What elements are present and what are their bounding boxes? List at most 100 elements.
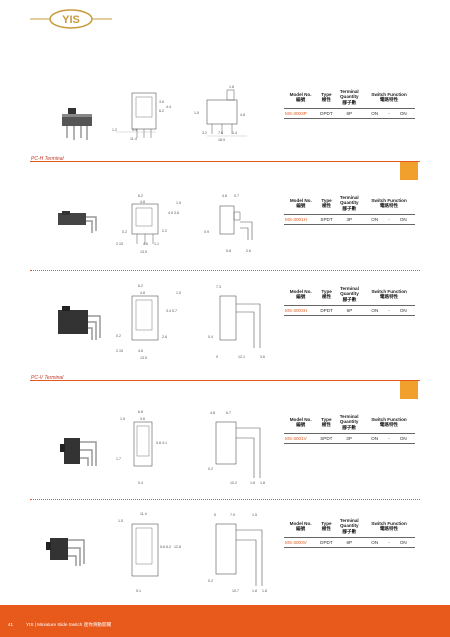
dim-label: 4.8 [140, 200, 145, 204]
dim-label: 1.4 [232, 131, 237, 135]
drawing-side-3: 7.3 0.4 9 12.1 3.6 [208, 285, 265, 359]
drawing-front-3: 6.2 4.8 1.5 0.2 2.15 4.6 13.5 2.6 3.4 5.… [116, 284, 181, 360]
model-no: MS-3001H [284, 214, 318, 225]
product-photo-4 [58, 432, 102, 468]
type: DPDT [317, 108, 336, 119]
dim-label: 6.2 [138, 284, 143, 288]
dim-label: 3.6 [140, 417, 145, 421]
dim-label: 6.2 [166, 545, 171, 549]
dim-label: 0.2 [122, 230, 127, 234]
f3: ON [391, 108, 415, 119]
dim-label: 4.8 [240, 113, 245, 117]
dim-label: 1.5 [176, 201, 181, 205]
dim-label: 6.2 [159, 109, 164, 113]
terminal: 6P [335, 305, 364, 316]
dim-label: 18.9 [218, 138, 225, 142]
dim-label: 1.7 [116, 457, 121, 461]
type: SPDT [317, 214, 336, 225]
drawing-front-2: 6.2 4.8 1.5 0.2 2.15 4.6 1.1 13.5 2.2 4.… [116, 194, 181, 254]
dim-label: 0.4 [208, 335, 213, 339]
product-photo-2 [52, 205, 100, 235]
model-no: MS-3001V [284, 433, 318, 444]
type: DPDT [317, 305, 336, 316]
drawing-side-1: 1.8 1.5 3.2 7.8 1.4 18.9 4.8 [194, 85, 247, 142]
dim-label: 1.1 [154, 242, 159, 246]
f1: ON [363, 305, 387, 316]
footer-bar [0, 605, 450, 637]
row-divider [30, 270, 420, 271]
dim-label: 1.8 [250, 481, 255, 485]
product-photo-1 [52, 100, 102, 142]
f2: - [386, 433, 392, 444]
dim-label: 4.6 [138, 349, 143, 353]
terminal: 6P [335, 537, 364, 548]
dim-label: 1.5 [176, 291, 181, 295]
drawing-side-4: 4.8 6.7 0.2 10.2 1.8 1.8 [208, 411, 265, 485]
product-photo-3 [52, 302, 104, 342]
dim-label: 0.4 [138, 481, 143, 485]
dim-label: 4.8 [222, 194, 227, 198]
row-divider [30, 499, 420, 500]
dim-label: 2.15 [116, 349, 123, 353]
drawing-side-2: 4.8 0.7 0.9 5.8 2.6 [204, 194, 253, 253]
type: SPDT [317, 433, 336, 444]
dim-label: 0.2 [208, 579, 213, 583]
dim-label: 3.6 [159, 100, 164, 104]
f1: ON [363, 537, 387, 548]
drawing-front-1: 1.2 5.4 11.4 3.6 6.2 4.4 [112, 92, 171, 141]
dim-label: 5.4 [132, 128, 137, 132]
f1: ON [362, 433, 387, 444]
dim-label: 4.4 [166, 105, 171, 109]
f3: ON [391, 433, 415, 444]
f3: ON [391, 537, 415, 548]
dim-label: 1.5 [194, 111, 199, 115]
f1: ON [363, 108, 387, 119]
f2: - [386, 305, 392, 316]
table-row: MS-3001V SPDT 3P ON - ON [284, 433, 415, 444]
dim-label: 1.8 [252, 589, 257, 593]
drawing-front-5: 11.4 1.5 5.6 6.2 12.8 5.1 [118, 512, 181, 593]
dim-label: 4.6 [143, 242, 148, 246]
dim-label: 6.8 [138, 410, 143, 414]
dim-label: 4.8 [210, 411, 215, 415]
model-no: MS-3003H [284, 305, 318, 316]
dim-label: 10.2 [230, 481, 237, 485]
footer-caption: YIS | Miniature Slide Switch 迷你滑動開關 [26, 622, 112, 627]
dim-label: 10.7 [232, 589, 239, 593]
section-corner-icon [400, 162, 418, 180]
table-row: MS-3003V DPDT 6P ON - ON [284, 537, 415, 548]
f2: - [386, 214, 392, 225]
product-photo-5 [42, 528, 88, 568]
dim-label: 1.8 [229, 85, 234, 89]
dim-label: 7.9 [230, 513, 235, 517]
dim-label: 3.4 [166, 309, 171, 313]
dim-label: 4.5 [168, 211, 173, 215]
dim-label: 0.7 [234, 194, 239, 198]
model-no: MS-3003V [284, 537, 318, 548]
dim-label: 6.7 [226, 411, 231, 415]
dim-label: 5.8 [156, 441, 161, 445]
type: DPDT [317, 537, 336, 548]
dim-label: 5.8 [226, 249, 231, 253]
dim-label: 11.4 [130, 137, 137, 141]
table-row: MS-3003P DPDT 6P ON - ON [284, 108, 415, 119]
dim-label: 12.1 [238, 355, 245, 359]
section-title-pc-v: PC-V Terminal [31, 375, 64, 381]
dim-label: 2.15 [116, 242, 123, 246]
section-divider [30, 161, 420, 162]
col-model: Model No.編號 [289, 91, 312, 103]
f3: ON [391, 214, 415, 225]
f2: - [386, 108, 392, 119]
dim-label: 2.6 [246, 249, 251, 253]
dim-label: 5.6 [160, 545, 165, 549]
dim-label: 6.2 [138, 194, 143, 198]
dim-label: 1.8 [262, 589, 267, 593]
section-corner-icon [400, 381, 418, 399]
